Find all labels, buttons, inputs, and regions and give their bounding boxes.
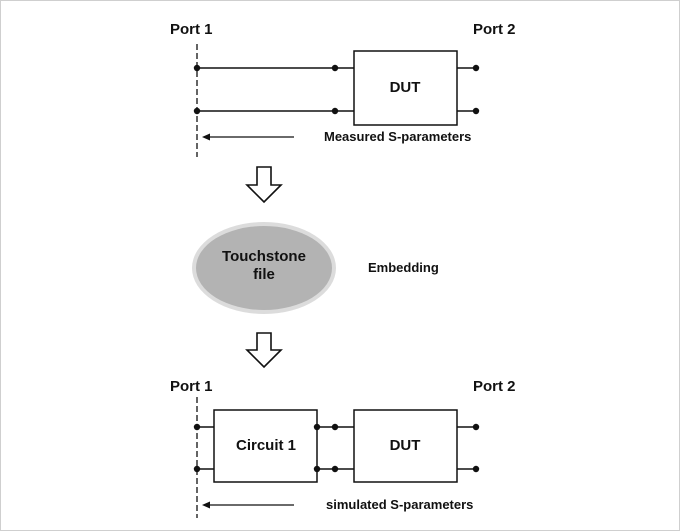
top-dut-lower-node [331,107,339,115]
bottom-link-upper-node-right [331,423,339,431]
bottom-link-lower-node-left [313,465,321,473]
bottom-circuit1-label: Circuit 1 [235,437,297,454]
bottom-port2-upper-node [472,423,480,431]
top-port2-label: Port 2 [473,21,516,38]
down-arrow-icon [245,332,283,369]
bottom-link-lower-node-right [331,465,339,473]
top-port1-label: Port 1 [170,21,213,38]
bottom-link-upper-node-left [313,423,321,431]
top-measurement-setup [193,44,480,157]
bottom-caption: simulated S-parameters [326,497,474,512]
touchstone-label-line2: file [253,266,275,283]
touchstone-label-line1: Touchstone [222,248,306,265]
bottom-simulation-arrowhead [202,501,210,509]
top-measurement-arrowhead [202,133,210,141]
bottom-port2-lower-node [472,465,480,473]
top-caption: Measured S-parameters [324,129,472,144]
bottom-dut-label: DUT [389,437,421,454]
top-dut-upper-node [331,64,339,72]
bottom-simulation-setup [193,397,480,518]
embedding-label: Embedding [368,260,439,275]
top-dut-box [353,50,458,126]
top-dut-label: DUT [389,79,421,96]
touchstone-file-shape [192,222,336,314]
down-arrow-icon [245,166,283,204]
bottom-port2-label: Port 2 [473,378,516,395]
bottom-dut-box [353,409,458,483]
top-port1-lower-node [193,107,201,115]
bottom-circuit1-box [213,409,318,483]
top-port2-lower-node [472,107,480,115]
top-port2-upper-node [472,64,480,72]
bottom-port1-label: Port 1 [170,378,213,395]
top-port1-upper-node [193,64,201,72]
